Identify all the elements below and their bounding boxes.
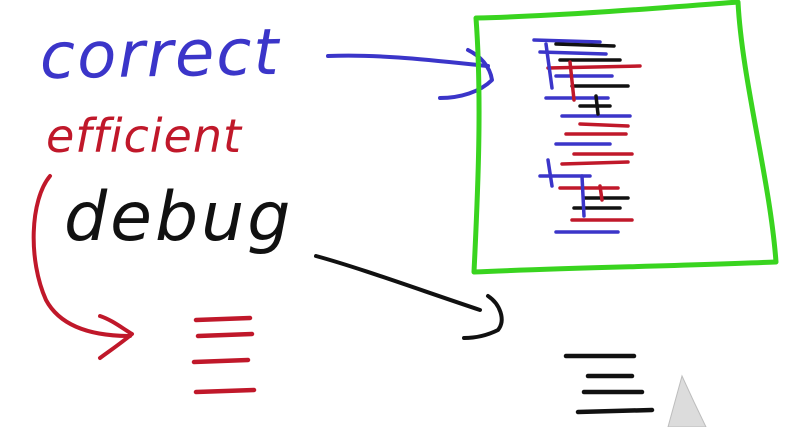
black-code-lines bbox=[563, 353, 655, 415]
arrow-correct-to-box bbox=[326, 48, 494, 100]
red-code-lines bbox=[191, 315, 257, 395]
code-lines bbox=[532, 38, 642, 234]
code-box-green bbox=[471, 0, 779, 275]
word-efficient: efficient bbox=[46, 109, 243, 163]
word-correct: correct bbox=[39, 16, 282, 94]
word-debug: debug bbox=[64, 178, 293, 257]
arrow-efficient-to-code bbox=[31, 174, 134, 360]
mouse-pointer-icon bbox=[667, 374, 707, 427]
arrow-debug-to-code bbox=[314, 254, 504, 340]
